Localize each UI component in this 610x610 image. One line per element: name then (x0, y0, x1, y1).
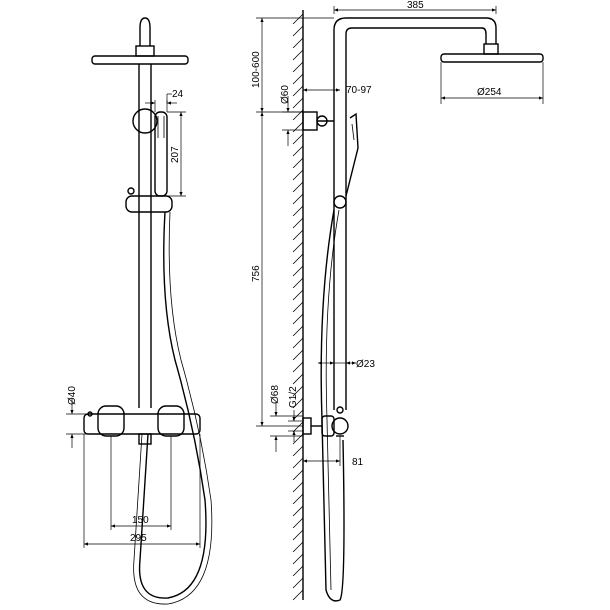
wall-hatch-line (292, 121, 304, 133)
wall-hatch-line (292, 25, 304, 37)
wall-hatch-line (292, 337, 304, 349)
dim-offset-height: Ø40 (67, 386, 78, 405)
front-slider-holder (125, 195, 173, 213)
dim-head-diameter: Ø254 (477, 87, 502, 98)
wall-hatch-line (292, 85, 304, 97)
dim-arm-length: 385 (407, 0, 424, 11)
dim-width-total: 295 (130, 533, 147, 544)
front-hose (138, 211, 207, 599)
wall-hatch-line (292, 73, 304, 85)
front-upper-bracket (132, 108, 158, 134)
wall-hatch-line (292, 181, 304, 193)
wall-hatch-line (292, 445, 304, 457)
front-mixer-outlet (138, 433, 152, 445)
wall-hatch-line (292, 361, 304, 373)
wall-hatch-line (292, 133, 304, 145)
dim-flange-diameter: Ø68 (270, 385, 281, 404)
wall-hatch-line (292, 109, 304, 121)
wall-hatch-line (292, 217, 304, 229)
wall-hatch-line (292, 253, 304, 265)
wall-hatch-line (292, 49, 304, 61)
front-hose-inner (133, 211, 213, 605)
dim-pipe-diameter: Ø23 (356, 359, 375, 370)
dim-projection: 81 (352, 457, 364, 468)
wall-hatch-line (292, 469, 304, 481)
side-mixer-body (321, 415, 335, 437)
wall-hatch-line (292, 289, 304, 301)
wall-hatch-line (292, 373, 304, 385)
wall-hatch-line (292, 205, 304, 217)
wall-hatch-line (292, 397, 304, 409)
wall-hatch-line (292, 529, 304, 541)
wall-hatch-line (292, 565, 304, 577)
wall-hatch-line (292, 229, 304, 241)
front-head-connector (135, 45, 155, 57)
front-mixer-knob-left (97, 405, 125, 437)
side-upper-wall-bracket (302, 111, 318, 131)
wall-hatch-line (292, 169, 304, 181)
side-overhead-arm (333, 17, 497, 118)
front-view: 24 207 Ø40 150 295 (66, 17, 213, 605)
wall-hatch-line (292, 61, 304, 73)
side-shower-head (440, 53, 544, 63)
wall-hatch-line (292, 301, 304, 313)
wall-hatch-line (292, 433, 304, 445)
dim-hand-shower-width: 24 (172, 89, 184, 100)
wall-hatch-line (292, 349, 304, 361)
wall-hatch-line (292, 157, 304, 169)
dim-thread: G1/2 (288, 386, 299, 408)
wall-hatch-line (292, 241, 304, 253)
wall-hatch-line (292, 481, 304, 493)
wall-hatch-line (292, 145, 304, 157)
dim-rail-height: 756 (251, 265, 262, 282)
wall-hatch-line (292, 313, 304, 325)
side-overhead-arm-inner (345, 27, 487, 118)
dim-spacing: 150 (132, 515, 149, 526)
wall-hatch-line (292, 505, 304, 517)
wall-hatch-line (292, 553, 304, 565)
front-top-inlet (139, 17, 151, 46)
front-mixer-knob-right (157, 405, 185, 437)
dim-hand-shower-height: 207 (170, 146, 181, 163)
dim-bracket-diameter: Ø60 (280, 85, 291, 104)
front-mixer-bar (83, 413, 201, 435)
wall-hatch-line (292, 277, 304, 289)
wall-hatch-line (292, 265, 304, 277)
wall-hatch-line (292, 457, 304, 469)
side-hose (320, 209, 345, 602)
front-slider-knob (127, 187, 135, 195)
wall-hatch-line (292, 409, 304, 421)
dim-adjust-range: 100-600 (251, 51, 262, 88)
side-mixer-wall-flange (302, 417, 312, 435)
side-view: 385 Ø254 100-600 70-97 Ø60 756 Ø23 (251, 0, 544, 602)
side-head-connector (483, 43, 499, 55)
wall-hatch-line (292, 589, 304, 601)
wall-hatch-line (292, 493, 304, 505)
wall-hatching (292, 13, 304, 601)
dim-wall-offset: 70-97 (346, 85, 372, 96)
wall-hatch-line (292, 193, 304, 205)
side-slider-ball (333, 195, 347, 209)
wall-hatch-line (292, 421, 304, 433)
wall-hatch-line (292, 541, 304, 553)
wall-hatch-line (292, 37, 304, 49)
wall-hatch-line (292, 385, 304, 397)
side-hand-shower (345, 112, 359, 197)
front-shower-head (91, 55, 189, 65)
wall-hatch-line (292, 517, 304, 529)
side-mixer-dial (331, 417, 349, 435)
side-upper-bracket-ring (316, 115, 328, 127)
wall-hatch-line (292, 325, 304, 337)
wall-hatch-line (292, 13, 304, 25)
wall-hatch-line (292, 97, 304, 109)
wall-hatch-line (292, 577, 304, 589)
